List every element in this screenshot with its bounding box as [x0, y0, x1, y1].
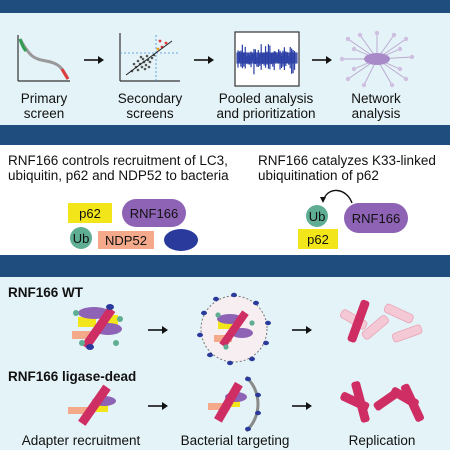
- arrow-icon: [84, 56, 104, 64]
- arrow-icon: [148, 402, 168, 410]
- arrow-icon: [194, 56, 214, 64]
- arrow-icon: [312, 56, 332, 64]
- wt-adapter-cluster: [72, 304, 123, 350]
- pooled-data-plot-icon: [234, 31, 300, 87]
- dead-incomplete-phagophore: [208, 375, 261, 433]
- middle-band: [0, 125, 450, 145]
- dead-replicating-bacteria: [340, 381, 424, 423]
- scatter-correlation-plot-icon: [119, 33, 180, 82]
- lc3-protein: [164, 229, 198, 251]
- recruitment-title: RNF166 controls recruitment of LC3, ubiq…: [8, 153, 229, 183]
- phenotype-panel: RNF166 WT RNF166 ligase-dead: [0, 277, 450, 450]
- arrow-icon: [292, 326, 312, 334]
- ligase-dead-label: RNF166 ligase-dead: [8, 369, 137, 384]
- curved-arrow-icon: [320, 189, 353, 204]
- dead-adapter-cluster: [68, 384, 116, 426]
- ub-attached: Ub: [306, 205, 328, 227]
- ndp52-protein: NDP52: [98, 231, 154, 249]
- wt-restricted-bacteria: [340, 299, 423, 343]
- p62-substrate: p62: [298, 229, 338, 249]
- stage-adapter-recruitment-label: Adapter recruitment: [21, 433, 141, 448]
- mechanism-panel: RNF166 controls recruitment of LC3, ubiq…: [0, 145, 450, 255]
- ubiquitination-title: RNF166 catalyzes K33-linked ubiquitinati…: [258, 153, 436, 183]
- ub-protein: Ub: [70, 227, 92, 249]
- scatter-decline-plot-icon: [17, 35, 70, 82]
- stage-bacterial-targeting-label: Bacterial targeting: [180, 433, 290, 448]
- stage-replication-label: Replication: [348, 433, 416, 448]
- bottom-band: [0, 255, 450, 277]
- p62-protein: p62: [68, 203, 112, 223]
- network-graph-icon: [339, 30, 415, 88]
- arrow-icon: [148, 326, 168, 334]
- rnf166-protein: RNF166: [122, 199, 186, 227]
- top-band: [0, 0, 450, 13]
- arrow-icon: [292, 402, 312, 410]
- wt-autophagosome: [197, 292, 271, 366]
- wt-label: RNF166 WT: [8, 285, 84, 300]
- rnf166-enzyme: RNF166: [344, 203, 408, 233]
